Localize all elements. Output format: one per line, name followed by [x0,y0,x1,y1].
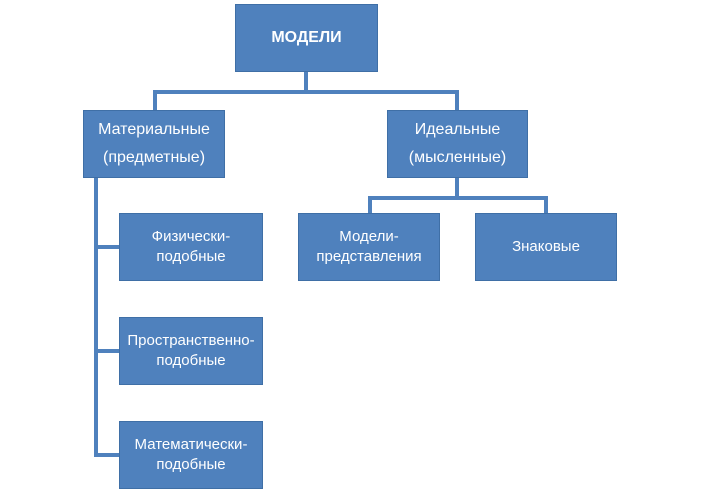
node-sign: Знаковые [475,213,617,281]
node-math-line1: Математически- [134,435,248,453]
node-material-line1: Материальные [98,121,210,138]
node-math: Математически- подобные [119,421,263,489]
node-spatial-line1: Пространственно- [127,331,255,349]
node-ideal-line2: (мысленные) [408,149,507,166]
node-material: Материальные (предметные) [83,110,225,178]
node-models: МОДЕЛИ [235,4,378,72]
node-spatial: Пространственно- подобные [119,317,263,385]
node-sign-label: Знаковые [512,237,580,255]
node-representation-line1: Модели- [339,227,399,245]
node-ideal-line1: Идеальные [414,121,501,138]
node-spatial-line2: подобные [156,352,226,369]
node-math-line2: подобные [156,456,226,473]
node-representation-line2: представления [316,248,422,265]
node-models-label: МОДЕЛИ [271,29,342,47]
node-material-line2: (предметные) [102,149,206,166]
node-representation: Модели- представления [298,213,440,281]
node-physical: Физически- подобные [119,213,263,281]
node-ideal: Идеальные (мысленные) [387,110,528,178]
node-physical-line2: подобные [156,248,226,265]
node-physical-line1: Физически- [151,227,231,245]
